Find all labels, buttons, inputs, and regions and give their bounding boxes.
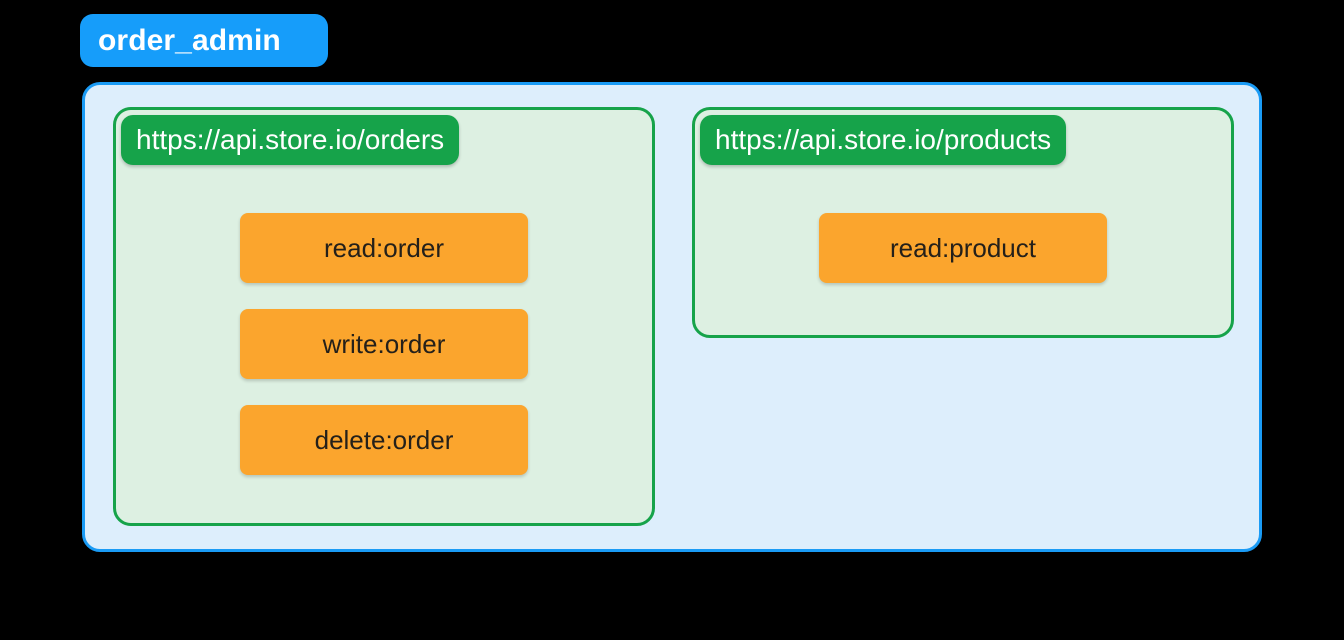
scope-chip[interactable]: delete:order <box>240 405 528 475</box>
role-badge-label: order_admin <box>98 23 281 57</box>
role-badge[interactable]: order_admin <box>80 14 328 67</box>
resource-url-badge[interactable]: https://api.store.io/orders <box>121 115 460 165</box>
resource-url-label: https://api.store.io/orders <box>136 124 445 155</box>
scope-chip-label: read:order <box>324 233 444 263</box>
scope-list-products: read:product <box>695 213 1231 283</box>
scope-list-orders: read:order write:order delete:order <box>116 213 652 475</box>
resource-url-badge[interactable]: https://api.store.io/products <box>700 115 1067 165</box>
scope-chip[interactable]: read:order <box>240 213 528 283</box>
scope-chip[interactable]: write:order <box>240 309 528 379</box>
resource-card-products[interactable]: https://api.store.io/products read:produ… <box>692 107 1234 338</box>
role-scope-container: https://api.store.io/orders read:order w… <box>82 82 1262 552</box>
scope-chip-label: delete:order <box>314 425 454 455</box>
scope-chip-label: write:order <box>322 329 446 359</box>
resource-url-label: https://api.store.io/products <box>715 124 1052 155</box>
resource-card-orders[interactable]: https://api.store.io/orders read:order w… <box>113 107 655 526</box>
scope-chip[interactable]: read:product <box>819 213 1107 283</box>
scope-chip-label: read:product <box>890 233 1036 263</box>
